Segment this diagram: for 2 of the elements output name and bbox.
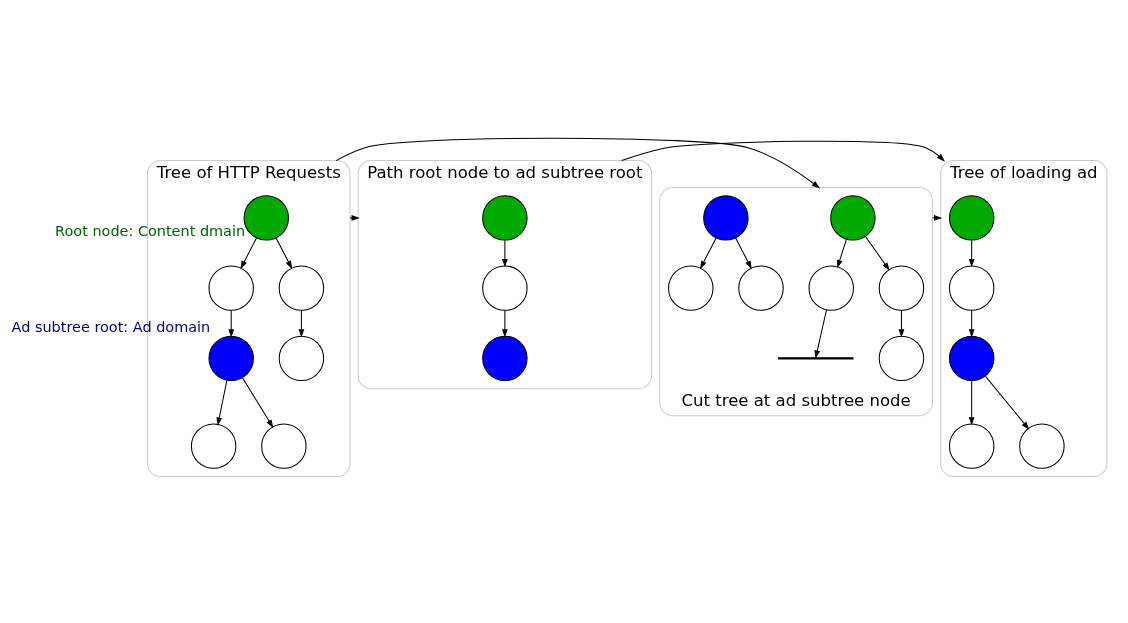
- node-label: Ad subtree root: Ad domain: [11, 319, 211, 336]
- node-label: Root node: Content dmain: [55, 223, 246, 240]
